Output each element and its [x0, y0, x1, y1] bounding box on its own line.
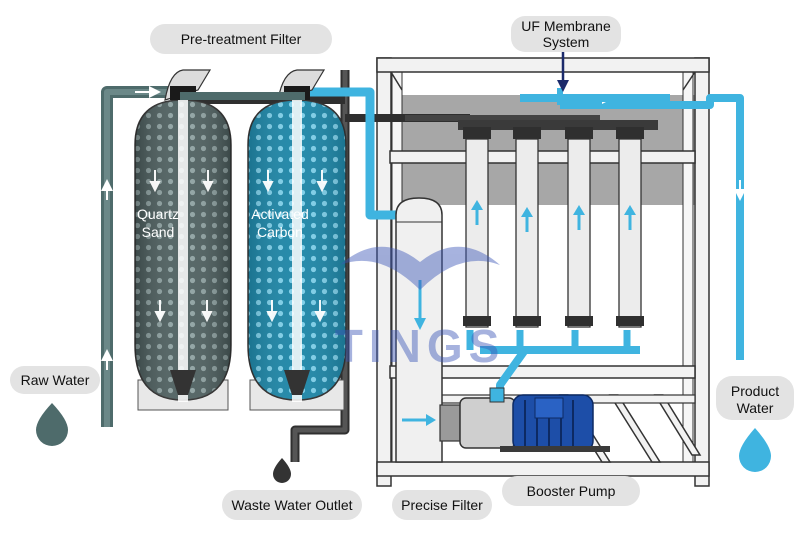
uf-membrane-4 [616, 127, 644, 328]
watermark-text: TINGS [335, 320, 506, 372]
product-water-drop-icon [739, 428, 771, 472]
uf-membrane-3 [565, 127, 593, 328]
uf-header [458, 120, 658, 130]
waste-water-drop-icon [273, 458, 291, 483]
tank-link-pipe [180, 92, 305, 100]
raw-water-pipe [101, 86, 180, 427]
quartz-label-line1: Quartz [137, 206, 179, 222]
product-water-label: Product Water [716, 376, 794, 420]
svg-text:Water: Water [737, 400, 774, 416]
uf-membranes [463, 127, 644, 328]
svg-text:Product: Product [731, 383, 779, 399]
carbon-label-line2: Carbon [257, 224, 303, 240]
quartz-sand-tank: Quartz Sand [134, 69, 232, 411]
watermark-wings-icon [340, 246, 500, 290]
svg-text:UF Membrane: UF Membrane [521, 18, 611, 34]
booster-pump [439, 387, 610, 452]
raw-water-drop-icon [36, 403, 68, 446]
uf-membrane-label: UF Membrane System [511, 16, 621, 52]
pretreatment-label: Pre-treatment Filter [150, 24, 332, 54]
watermark: TINGS [335, 246, 506, 372]
quartz-label-line2: Sand [142, 224, 175, 240]
svg-text:Raw Water: Raw Water [21, 372, 90, 388]
uf-membrane-1 [463, 127, 491, 328]
svg-text:Pre-treatment Filter: Pre-treatment Filter [181, 31, 302, 47]
activated-carbon-tank: Activated Carbon [247, 69, 347, 411]
waste-water-outlet-label: Waste Water Outlet [222, 490, 362, 520]
svg-text:Waste Water Outlet: Waste Water Outlet [231, 497, 352, 513]
carbon-label-line1: Activated [251, 206, 309, 222]
uf-pointer-arrow [557, 52, 569, 92]
raw-water-label: Raw Water [10, 366, 100, 394]
svg-text:Booster Pump: Booster Pump [527, 483, 616, 499]
booster-pump-label: Booster Pump [502, 476, 640, 506]
precise-filter-label: Precise Filter [392, 490, 492, 520]
precise-filter-housing [395, 197, 443, 463]
svg-text:System: System [543, 34, 590, 50]
svg-text:Precise Filter: Precise Filter [401, 497, 483, 513]
uf-back-panel [390, 95, 695, 205]
uf-membrane-2 [513, 127, 541, 328]
uf-frame [376, 57, 710, 487]
